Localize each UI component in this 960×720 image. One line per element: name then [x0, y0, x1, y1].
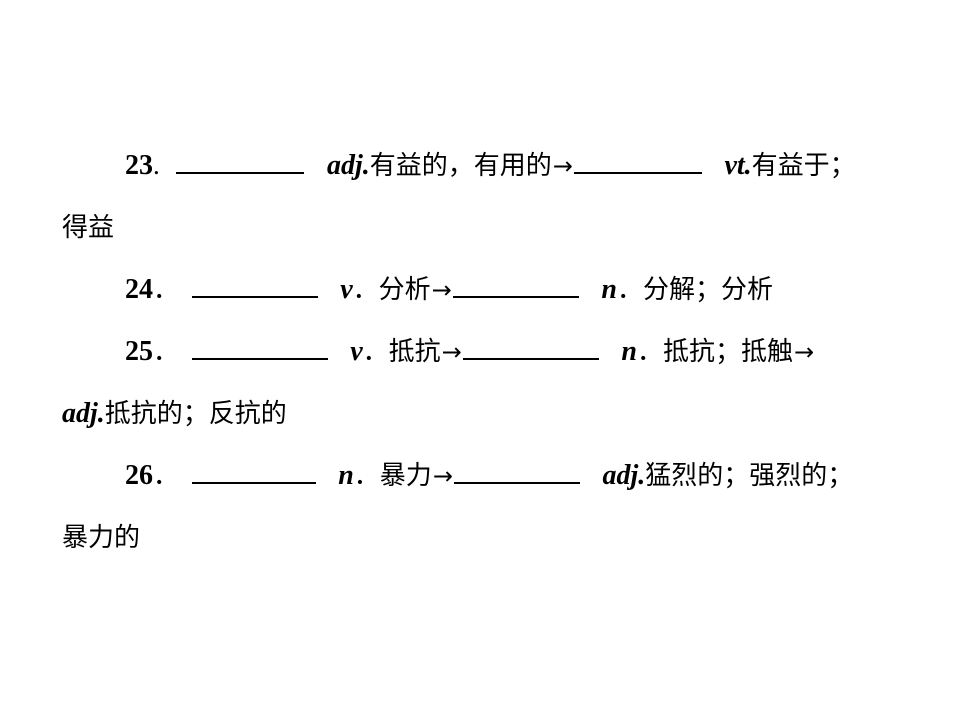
- pos-separator: ．: [362, 337, 389, 367]
- item-25-line-2: adj.抵抗的；反抗的: [0, 394, 960, 434]
- pos-separator: ．: [616, 275, 643, 305]
- arrow-icon: →: [441, 338, 462, 366]
- part-of-speech: n: [338, 460, 354, 491]
- meaning: 分析: [378, 275, 431, 305]
- meaning: 抵抗: [388, 337, 441, 367]
- answer-blank[interactable]: [191, 332, 328, 360]
- answer-blank[interactable]: [462, 332, 599, 360]
- item-separator: ．: [153, 461, 180, 491]
- part-of-speech: adj.: [62, 398, 105, 429]
- meaning-continuation: 抵抗的；反抗的: [104, 399, 287, 429]
- item-number: 23: [125, 150, 153, 181]
- item-number: 25: [125, 336, 153, 367]
- meaning-continuation: 暴力的: [62, 523, 141, 553]
- item-26-line-2: 暴力的: [0, 518, 960, 558]
- item-23-line-1: 23. adj.有益的，有用的→ vt.有益于；: [0, 145, 960, 185]
- answer-blank[interactable]: [453, 456, 580, 484]
- item-25-line-1: 25． v．抵抗→ n．抵抗；抵触→: [0, 332, 960, 372]
- item-separator: ．: [153, 275, 180, 305]
- arrow-icon: →: [431, 276, 452, 304]
- answer-blank[interactable]: [573, 146, 702, 174]
- part-of-speech: n: [601, 274, 617, 305]
- item-24-line-1: 24． v．分析→ n．分解；分析: [0, 270, 960, 310]
- arrow-icon: →: [432, 462, 453, 490]
- answer-blank[interactable]: [191, 456, 316, 484]
- meaning: 有益的，有用的: [369, 151, 552, 181]
- arrow-icon: →: [552, 152, 573, 180]
- item-number: 26: [125, 460, 153, 491]
- item-separator: ．: [153, 337, 180, 367]
- answer-blank[interactable]: [176, 146, 305, 174]
- meaning: 有益于；: [751, 151, 856, 181]
- arrow-icon: →: [793, 338, 815, 366]
- pos-separator: ．: [352, 275, 379, 305]
- meaning: 暴力: [379, 461, 432, 491]
- item-26-line-1: 26． n．暴力→ adj.猛烈的；强烈的；: [0, 456, 960, 496]
- part-of-speech: v: [350, 336, 363, 367]
- part-of-speech: adj.: [602, 460, 646, 491]
- meaning-continuation: 得益: [62, 213, 115, 243]
- item-23-line-2: 得益: [0, 208, 960, 248]
- answer-blank[interactable]: [191, 270, 318, 298]
- part-of-speech: n: [621, 336, 637, 367]
- answer-blank[interactable]: [452, 270, 579, 298]
- meaning: 分解；分析: [642, 275, 773, 305]
- part-of-speech: vt.: [724, 150, 752, 181]
- pos-separator: ．: [353, 461, 380, 491]
- part-of-speech: adj.: [326, 150, 370, 181]
- meaning: 抵抗；抵触: [662, 337, 793, 367]
- pos-separator: ．: [636, 337, 663, 367]
- meaning: 猛烈的；强烈的；: [645, 461, 854, 491]
- item-separator: .: [153, 150, 160, 180]
- item-number: 24: [125, 274, 153, 305]
- part-of-speech: v: [340, 274, 353, 305]
